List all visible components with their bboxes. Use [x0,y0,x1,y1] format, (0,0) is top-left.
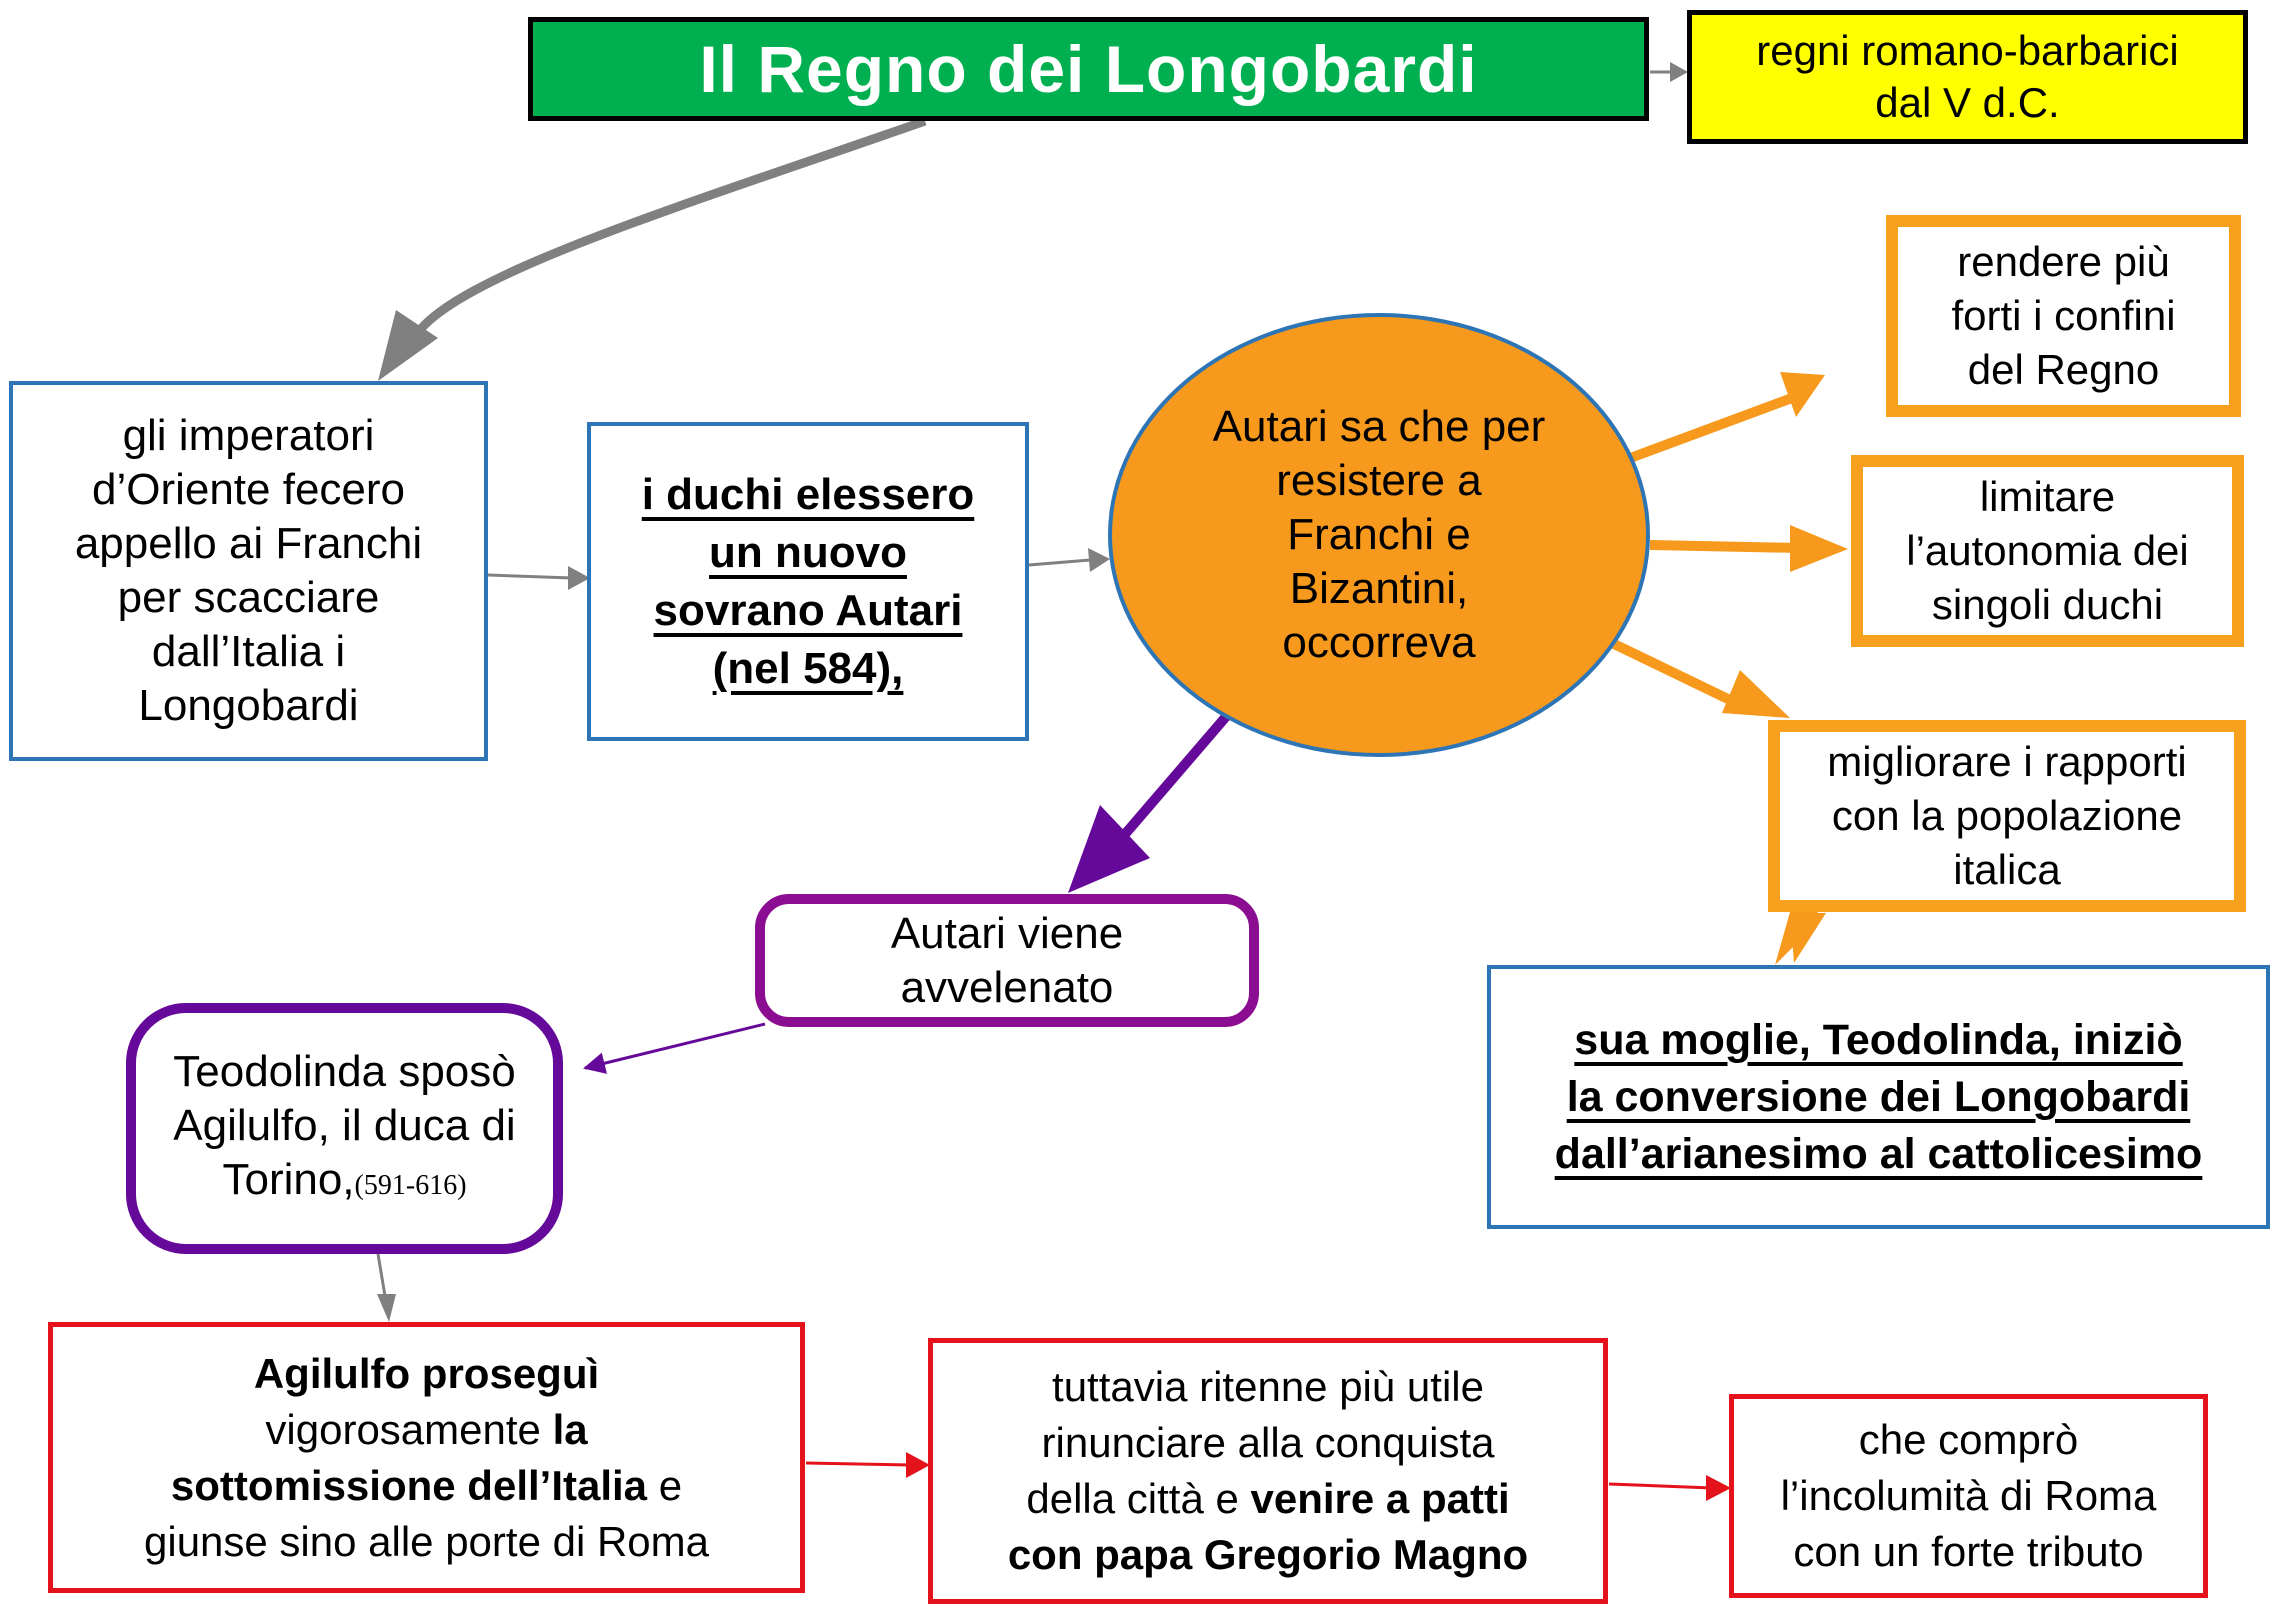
election-line: (nel 584), [712,643,904,693]
election-line: sovrano Autari [653,585,963,635]
goal-1-line: forti i confini [1951,292,2176,339]
arrow-appeal-to-election [487,573,573,580]
agilulfo-box: Agilulfo proseguì vigorosamente la sotto… [48,1322,805,1593]
arrow-agilulfo-to-pact [805,1461,913,1467]
tribute-line: che comprò [1858,1416,2079,1463]
pact-l3-bold: venire a patti [1250,1475,1510,1522]
conversion-line: dall’arianesimo al cattolicesimo [1554,1129,2203,1178]
marriage-place: Torino, [222,1154,355,1204]
agilulfo-line-2: vigorosamente la [265,1402,587,1458]
goal-box-1: rendere più forti i confini del Regno [1886,215,2241,417]
central-ellipse: Autari sa che per resistere a Franchi e … [1108,313,1650,757]
poisoned-line: Autari viene [890,908,1124,958]
goal-3-line: migliorare i rapporti [1827,738,2187,785]
arrow-election-to-ellipse-head [1088,548,1110,572]
appeal-line: d’Oriente fecero [91,465,406,514]
ellipse-line: Autari sa che per [1212,402,1546,451]
arrow-ellipse-to-goal-1-head [1780,372,1825,417]
pact-l4-bold: con papa Gregorio Magno [1007,1531,1529,1578]
goal-box-3: migliorare i rapporti con la popolazione… [1768,720,2246,912]
goal-1-line: del Regno [1967,346,2160,393]
arrow-ellipse-to-poisoned [1116,701,1240,844]
context-line: dal V d.C. [1875,79,2060,126]
ellipse-line: occorreva [1282,618,1476,667]
pact-box: tuttavia ritenne più utile rinunciare al… [928,1338,1608,1604]
agilulfo-l3-bold: sottomissione dell’Italia [170,1461,648,1509]
pact-line-3: della città e venire a patti [1026,1471,1509,1527]
page-title: Il Regno dei Longobardi [528,17,1649,121]
tribute-line: con un forte tributo [1793,1528,2144,1575]
arrow-election-to-ellipse [1028,558,1091,567]
agilulfo-l3-normal: e [647,1461,683,1509]
appeal-line: per scacciare [117,573,380,622]
goal-3-line: con la popolazione [1831,792,2183,839]
tribute-line: l’incolumità di Roma [1780,1472,2157,1519]
poisoned-line: avvelenato [900,962,1114,1012]
arrow-title-to-context-head [1670,62,1688,82]
ellipse-line: Franchi e [1287,510,1471,559]
arrow-ellipse-to-poisoned-head [1068,805,1150,893]
context-line: regni romano-barbarici [1756,27,2179,74]
arrow-ellipse-to-goal-2-head [1790,525,1848,572]
title-text: Il Regno dei Longobardi [699,32,1478,106]
goal-2-line: limitare [1979,473,2116,520]
goal-2-line: singoli duchi [1931,581,2164,628]
arrow-ellipse-to-goal-2 [1649,540,1801,553]
marriage-line: Agilulfo, il duca di [173,1100,516,1150]
agilulfo-l2-normal: vigorosamente [265,1405,553,1453]
poisoned-box: Autari viene avvelenato [755,894,1259,1027]
arrow-ellipse-to-goal-1 [1623,390,1802,465]
goal-3-line: italica [1953,846,2061,893]
goal-2-line: l’autonomia dei [1906,527,2189,574]
pact-line-2: rinunciare alla conquista [1041,1419,1495,1466]
goal-box-2: limitare l’autonomia dei singoli duchi [1851,455,2244,647]
arrow-goal-3-to-conversion [1790,913,1826,963]
pact-line-1: tuttavia ritenne più utile [1052,1363,1484,1410]
arrow-ellipse-to-goal-3 [1609,638,1733,705]
ellipse-line: resistere a [1276,456,1482,505]
appeal-line: gli imperatori [122,411,375,460]
marriage-dates: (591-616) [354,1169,467,1201]
conversion-line: la conversione dei Longobardi [1566,1072,2191,1121]
agilulfo-l1: Agilulfo proseguì [253,1349,600,1397]
arrow-pact-to-tribute-head [1706,1475,1731,1501]
pact-line-4: con papa Gregorio Magno [1008,1527,1528,1583]
election-line: i duchi elessero [641,469,975,519]
tribute-box: che comprò l’incolumità di Roma con un f… [1729,1394,2208,1598]
ellipse-line: Bizantini, [1289,564,1469,613]
arrow-marriage-to-agilulfo-head [377,1294,396,1322]
arrow-appeal-to-election-head [568,566,590,590]
conversion-line: sua moglie, Teodolinda, iniziò [1574,1015,2183,1064]
appeal-box: gli imperatori d’Oriente fecero appello … [9,381,488,761]
appeal-line: Longobardi [138,681,359,730]
election-box: i duchi elessero un nuovo sovrano Autari… [587,422,1029,741]
arrow-title-to-appeal-head [378,310,438,381]
context-box: regni romano-barbarici dal V d.C. [1687,10,2248,144]
marriage-line-3: Torino,(591-616) [222,1153,466,1213]
appeal-line: dall’Italia i [151,627,346,676]
arrow-title-to-appeal [416,116,927,333]
arrow-pact-to-tribute [1608,1482,1713,1490]
pact-l3-normal: della città e [1026,1475,1251,1522]
marriage-line: Teodolinda sposò [173,1046,516,1096]
conversion-box: sua moglie, Teodolinda, iniziò la conver… [1487,965,2270,1229]
marriage-box: Teodolinda sposò Agilulfo, il duca di To… [126,1003,563,1254]
agilulfo-line-3: sottomissione dell’Italia e [171,1458,682,1514]
agilulfo-line-1: Agilulfo proseguì [254,1346,599,1402]
arrow-ellipse-to-goal-3-head [1722,670,1790,718]
election-line: un nuovo [709,527,907,577]
arrow-poisoned-to-marriage [583,1022,766,1074]
appeal-line: appello ai Franchi [74,519,423,568]
goal-1-line: rendere più [1957,238,2170,285]
arrow-agilulfo-to-pact-head [906,1452,930,1478]
agilulfo-line-4: giunse sino alle porte di Roma [144,1517,709,1565]
agilulfo-l2-bold: la [552,1405,588,1453]
